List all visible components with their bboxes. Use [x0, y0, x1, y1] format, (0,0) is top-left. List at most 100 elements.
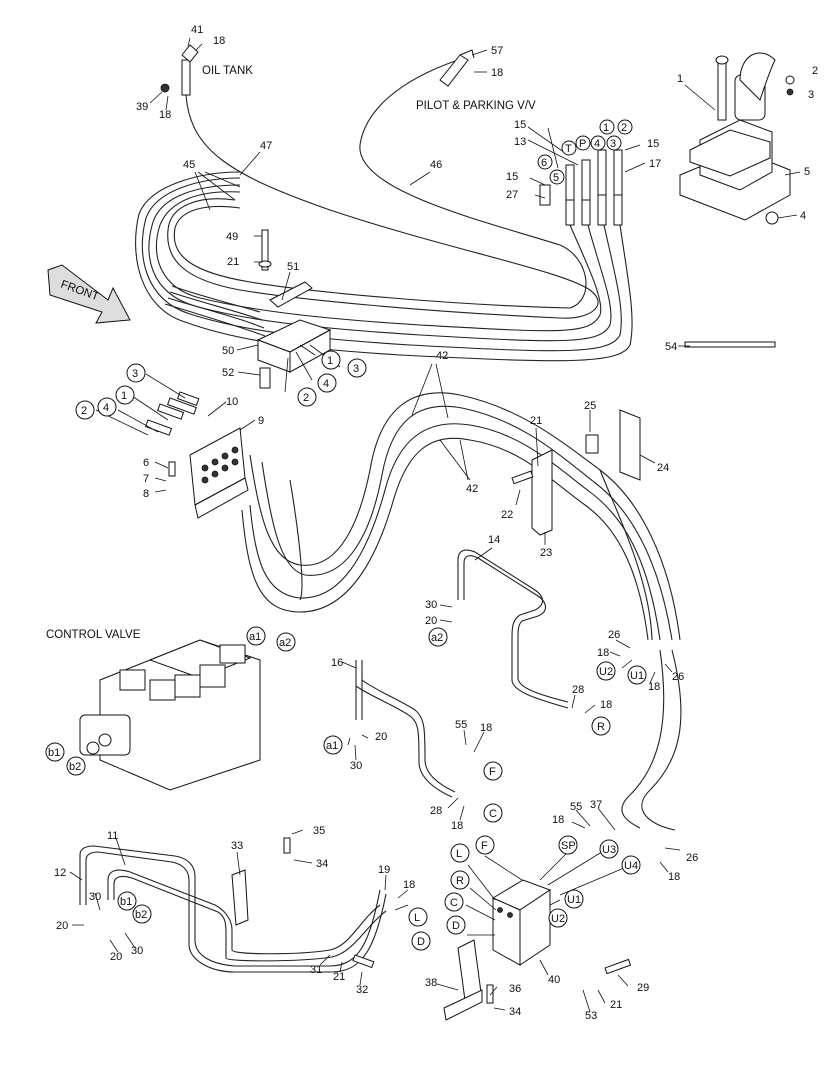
callout-19: 19 [378, 864, 390, 876]
svg-text:F: F [489, 766, 496, 778]
tag-U1-block: U1 [564, 889, 584, 909]
svg-text:R: R [456, 875, 464, 887]
callout-37: 37 [590, 799, 602, 811]
callout-50: 50 [222, 345, 234, 357]
callout-29: 29 [637, 982, 649, 994]
tag-4-bracket: 4 [97, 397, 117, 417]
tag-1-clamp: 1 [321, 350, 341, 370]
callout-39: 39 [136, 101, 148, 113]
callout-41: 41 [191, 24, 203, 36]
callout-35: 35 [313, 825, 325, 837]
callout-30: 30 [89, 891, 101, 903]
tag-3-bracket: 3 [126, 363, 146, 383]
callout-20: 20 [425, 615, 437, 627]
pilot-valve-assembly [679, 52, 795, 225]
callout-18: 18 [451, 820, 463, 832]
callout-24: 24 [657, 462, 669, 474]
tag-P: P [575, 135, 591, 151]
svg-text:U4: U4 [624, 860, 638, 872]
oil-tank-fitting [160, 44, 199, 96]
callout-2: 2 [812, 65, 818, 77]
callout-18: 18 [491, 67, 503, 79]
callout-9: 9 [258, 415, 264, 427]
callout-57: 57 [491, 45, 503, 57]
svg-text:D: D [452, 920, 460, 932]
tag-U4: U4 [621, 855, 641, 875]
svg-text:U1: U1 [567, 894, 581, 906]
svg-text:F: F [481, 840, 488, 852]
svg-text:a1: a1 [249, 631, 261, 643]
bracket-33 [231, 837, 375, 969]
svg-text:T: T [565, 143, 572, 155]
svg-text:1: 1 [603, 122, 609, 134]
tag-U2-block: U2 [548, 908, 568, 928]
callout-42: 42 [436, 350, 448, 362]
callout-21: 21 [333, 971, 345, 983]
callout-55: 55 [570, 801, 582, 813]
tag-1-bracket: 1 [115, 385, 135, 405]
callout-15: 15 [647, 138, 659, 150]
svg-text:a2: a2 [279, 637, 291, 649]
hose-clamp-50 [256, 229, 332, 389]
tag-C: C [483, 803, 503, 823]
tag-R-block: R [450, 870, 470, 890]
callout-15: 15 [514, 119, 526, 131]
callout-46: 46 [430, 159, 442, 171]
callout-22: 22 [501, 509, 513, 521]
svg-text:P: P [579, 138, 586, 150]
bracket-9 [144, 391, 249, 519]
tag-F: F [483, 761, 503, 781]
parking-valve-fitting [439, 49, 475, 87]
callout-33: 33 [231, 840, 243, 852]
svg-text:R: R [597, 721, 605, 733]
callout-30: 30 [350, 760, 362, 772]
callout-28: 28 [572, 684, 584, 696]
callout-14: 14 [488, 534, 500, 546]
leader-lines [69, 37, 801, 1013]
callout-15: 15 [506, 171, 518, 183]
svg-text:L: L [456, 848, 462, 860]
callout-16: 16 [331, 657, 343, 669]
callout-42: 42 [466, 483, 478, 495]
callout-5: 5 [804, 166, 810, 178]
tag-2-clamp: 2 [297, 387, 317, 407]
svg-text:1: 1 [327, 355, 333, 367]
svg-text:U3: U3 [602, 844, 616, 856]
callout-28: 28 [430, 805, 442, 817]
tag-R: R [591, 716, 611, 736]
svg-text:L: L [414, 912, 420, 924]
callout-18: 18 [552, 814, 564, 826]
callout-53: 53 [585, 1010, 597, 1022]
svg-text:5: 5 [553, 172, 559, 184]
callout-31: 31 [310, 964, 322, 976]
callout-51: 51 [287, 261, 299, 273]
callout-34: 34 [509, 1006, 521, 1018]
svg-text:3: 3 [610, 138, 616, 150]
callout-27: 27 [506, 189, 518, 201]
tag-6: 6 [537, 154, 553, 170]
callout-40: 40 [548, 974, 560, 986]
tag-D-side: D [411, 931, 431, 951]
tag-a1-pipe: a1 [323, 735, 343, 755]
pilot-valve-fittings [539, 149, 623, 226]
svg-text:4: 4 [103, 402, 109, 414]
callout-36: 36 [509, 983, 521, 995]
svg-text:U2: U2 [599, 666, 613, 678]
callout-45: 45 [183, 159, 195, 171]
svg-text:1: 1 [121, 390, 127, 402]
callout-30: 30 [131, 945, 143, 957]
tag-L-block: L [450, 843, 470, 863]
oil-tank-label: OIL TANK [202, 65, 253, 77]
cable-tie-54 [684, 341, 776, 348]
svg-text:2: 2 [81, 405, 87, 417]
callout-47: 47 [260, 140, 272, 152]
svg-text:3: 3 [353, 363, 359, 375]
svg-text:3: 3 [132, 368, 138, 380]
hose-clamp-24 [511, 409, 641, 536]
callout-18: 18 [213, 35, 225, 47]
callout-32: 32 [356, 984, 368, 996]
tag-b2-pipe: b2 [132, 904, 152, 924]
callout-17: 17 [649, 158, 661, 170]
callout-18: 18 [480, 722, 492, 734]
svg-text:4: 4 [594, 138, 600, 150]
